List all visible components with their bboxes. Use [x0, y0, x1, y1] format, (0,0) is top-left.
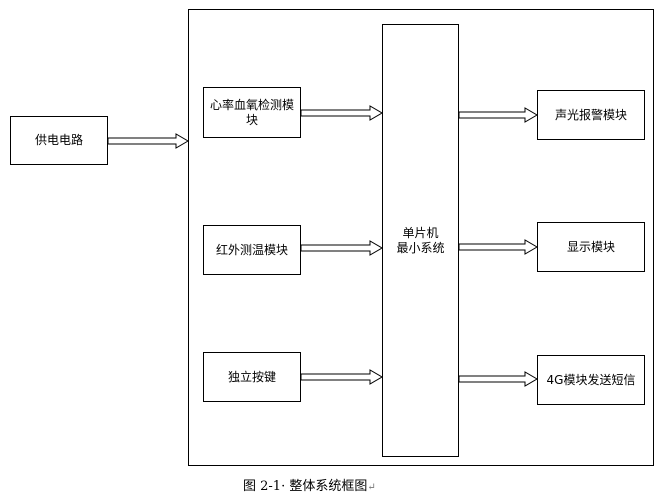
mcu-label-line2: 最小系统: [396, 240, 445, 255]
paragraph-return-mark: ↵: [367, 482, 376, 493]
heart-rate-label-line2: 块: [245, 112, 258, 127]
infrared-temperature-block: 红外测温模块: [203, 225, 301, 275]
figure-caption-text: 图 2-1· 整体系统框图: [243, 479, 368, 494]
sound-light-alarm-label: 声光报警模块: [554, 107, 627, 122]
arrow-power-to-system: [107, 133, 189, 149]
sound-light-alarm-block: 声光报警模块: [537, 90, 645, 140]
figure-caption: 图 2-1· 整体系统框图↵: [243, 478, 376, 497]
power-supply-label: 供电电路: [34, 133, 83, 147]
power-supply-block: 供电电路: [10, 116, 108, 165]
infrared-temperature-label: 红外测温模块: [215, 242, 288, 257]
display-module-label: 显示模块: [566, 239, 615, 254]
sms-4g-module-block: 4G模块发送短信: [537, 355, 645, 405]
display-module-block: 显示模块: [537, 222, 645, 272]
heart-rate-oximetry-block: 心率血氧检测模 块: [203, 87, 301, 138]
mcu-minimum-system-block: 单片机 最小系统: [382, 24, 459, 457]
heart-rate-label-line1: 心率血氧检测模: [209, 97, 294, 112]
independent-button-label: 独立按键: [227, 369, 276, 384]
mcu-label-line1: 单片机: [402, 225, 439, 240]
independent-button-block: 独立按键: [203, 352, 301, 402]
sms-4g-module-label: 4G模块发送短信: [546, 372, 636, 387]
